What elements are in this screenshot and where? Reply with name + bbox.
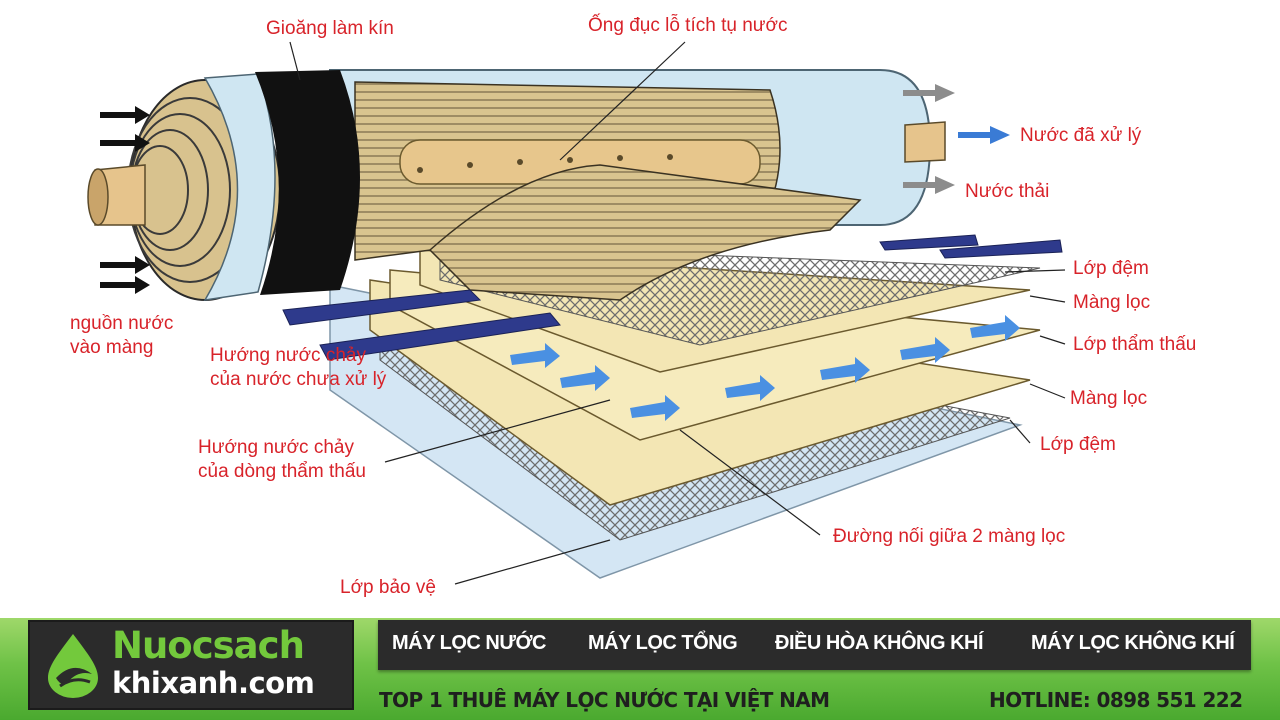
label-seal: Gioăng làm kín <box>266 18 394 39</box>
membrane-illustration <box>87 41 1066 585</box>
site-logo[interactable]: Nuocsach khixanh.com <box>28 620 354 710</box>
label-perforated-tube: Ống đục lỗ tích tụ nước <box>588 15 788 36</box>
main-nav: MÁY LỌC NƯỚC MÁY LỌC TỔNG ĐIỀU HÒA KHÔNG… <box>378 620 1251 670</box>
nav-may-loc-khong-khi[interactable]: MÁY LỌC KHÔNG KHÍ <box>1031 632 1235 654</box>
label-inlet-line1: nguồn nước <box>70 313 174 334</box>
treated-arrow <box>958 126 1010 144</box>
label-membrane-bottom: Màng lọc <box>1070 388 1148 409</box>
permeate-flow-arrows <box>510 315 1020 421</box>
outlet-tube <box>904 121 946 163</box>
logo-text-top: Nuocsach <box>112 624 305 667</box>
label-spacer-bottom: Lớp đệm <box>1040 434 1116 455</box>
inlet-arrows <box>100 106 150 294</box>
label-permeate-layer: Lớp thẩm thấu <box>1073 334 1197 355</box>
label-protective-layer: Lớp bảo vệ <box>340 577 436 598</box>
tagline: TOP 1 THUÊ MÁY LỌC NƯỚC TẠI VIỆT NAM <box>379 688 830 712</box>
label-membrane-top: Màng lọc <box>1073 292 1151 313</box>
waste-arrow-top <box>903 84 955 102</box>
label-seam: Đường nối giữa 2 màng lọc <box>833 526 1066 547</box>
label-spacer-top: Lớp đệm <box>1073 258 1149 279</box>
hotline[interactable]: HOTLINE: 0898 551 222 <box>989 688 1243 712</box>
label-inlet-line2: vào màng <box>70 337 154 358</box>
nav-may-loc-tong[interactable]: MÁY LỌC TỔNG <box>588 632 738 654</box>
site-footer-banner: Nuocsach khixanh.com MÁY LỌC NƯỚC MÁY LỌ… <box>0 618 1280 720</box>
unrolled-flap <box>428 164 862 301</box>
label-waste-water: Nước thải <box>965 181 1050 202</box>
label-treated-water: Nước đã xử lý <box>1020 125 1142 146</box>
casing-ring <box>203 73 276 301</box>
label-raw-flow-line1: Hướng nước chảy <box>210 345 366 366</box>
logo-text-bottom: khixanh.com <box>112 666 315 700</box>
feed-bars <box>282 234 1063 361</box>
seal-ring <box>255 70 360 295</box>
water-drop-leaf-icon <box>48 634 98 698</box>
nav-may-loc-nuoc[interactable]: MÁY LỌC NƯỚC <box>392 632 546 654</box>
label-raw-flow-line2: của nước chưa xử lý <box>210 369 387 390</box>
ro-membrane-diagram: Gioăng làm kín Ống đục lỗ tích tụ nước N… <box>70 15 1197 598</box>
nav-dieu-hoa-khong-khi[interactable]: ĐIỀU HÒA KHÔNG KHÍ <box>775 632 984 654</box>
waste-arrow <box>903 176 955 194</box>
label-permeate-flow-line2: của dòng thẩm thấu <box>198 461 366 482</box>
label-permeate-flow-line1: Hướng nước chảy <box>198 437 354 458</box>
